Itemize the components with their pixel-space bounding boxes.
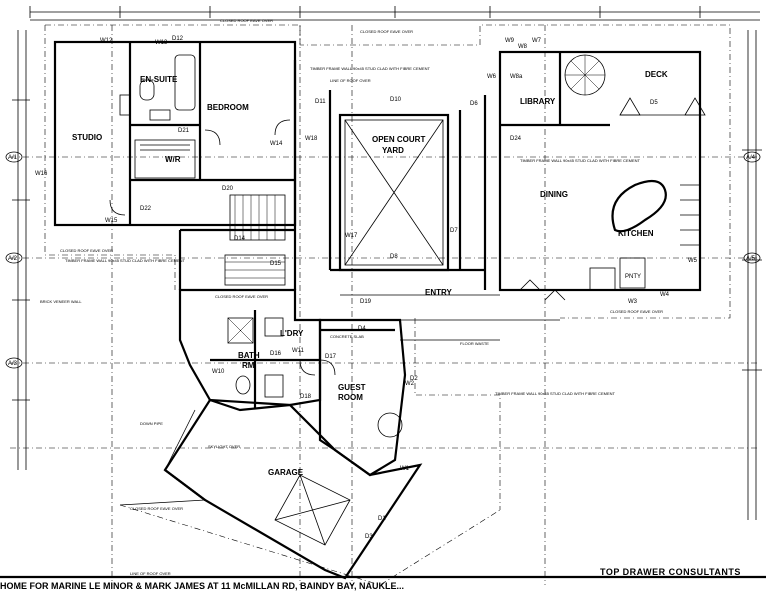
label-garage: GARAGE — [268, 468, 304, 477]
label-kitchen: KITCHEN — [618, 229, 654, 238]
svg-text:W17: W17 — [345, 233, 358, 239]
guest-room — [318, 318, 407, 477]
grid-lines — [10, 25, 760, 585]
label-guest: GUEST — [338, 383, 366, 392]
garage — [119, 398, 423, 580]
central-hall — [178, 60, 560, 341]
consultant-name: TOP DRAWER CONSULTANTS — [600, 567, 741, 577]
svg-text:D6: D6 — [470, 101, 478, 107]
svg-text:D3: D3 — [365, 534, 373, 540]
label-yard: YARD — [382, 146, 404, 155]
svg-text:W7: W7 — [532, 38, 542, 44]
svg-text:A/5: A/5 — [746, 256, 756, 262]
svg-text:LINE OF ROOF OVER: LINE OF ROOF OVER — [130, 571, 171, 576]
svg-text:W11: W11 — [292, 348, 305, 354]
room-labels: STUDIO EN-SUITE BEDROOM W/R OPEN COURT Y… — [72, 70, 668, 477]
svg-text:W12: W12 — [100, 38, 113, 44]
svg-text:D22: D22 — [140, 206, 152, 212]
label-dining: DINING — [540, 190, 568, 199]
svg-text:W6: W6 — [487, 74, 497, 80]
label-rm: RM — [242, 361, 255, 370]
label-room: ROOM — [338, 393, 363, 402]
svg-text:W14: W14 — [270, 141, 283, 147]
svg-text:D16: D16 — [270, 351, 282, 357]
svg-text:D7: D7 — [450, 228, 458, 234]
svg-text:CONCRETE SLAB: CONCRETE SLAB — [330, 334, 364, 339]
svg-text:CLOSED ROOF EAVE OVER: CLOSED ROOF EAVE OVER — [130, 506, 183, 511]
opening-tags: W12 W13 D12 W14 D21 W15 D22 W16 D20 D14 … — [35, 36, 698, 540]
svg-text:CLOSED ROOF EAVE OVER: CLOSED ROOF EAVE OVER — [215, 294, 268, 299]
top-dimension-line — [29, 6, 760, 21]
svg-text:D15: D15 — [270, 261, 282, 267]
label-bedroom: BEDROOM — [207, 103, 249, 112]
label-wir: W/R — [165, 155, 181, 164]
svg-text:W15: W15 — [105, 218, 118, 224]
svg-text:CLOSED ROOF EAVE OVER: CLOSED ROOF EAVE OVER — [360, 29, 413, 34]
project-title: HOME FOR MARINE LE MINOR & MARK JAMES AT… — [0, 581, 404, 591]
left-dimension-line — [12, 30, 30, 470]
svg-text:DOWN PIPE: DOWN PIPE — [140, 421, 163, 426]
label-open-court: OPEN COURT — [372, 135, 425, 144]
svg-text:CLOSED ROOF EAVE OVER: CLOSED ROOF EAVE OVER — [220, 18, 273, 23]
svg-text:D14: D14 — [234, 236, 246, 242]
svg-text:D10: D10 — [390, 97, 402, 103]
svg-text:D21: D21 — [178, 128, 190, 134]
svg-text:D20: D20 — [222, 186, 234, 192]
svg-text:BRICK VENEER WALL: BRICK VENEER WALL — [40, 299, 82, 304]
svg-text:W8: W8 — [518, 44, 528, 50]
svg-text:W18: W18 — [305, 136, 318, 142]
svg-text:LINE OF ROOF OVER: LINE OF ROOF OVER — [330, 78, 371, 83]
svg-text:CLOSED ROOF EAVE OVER: CLOSED ROOF EAVE OVER — [60, 248, 113, 253]
svg-text:D2: D2 — [410, 376, 418, 382]
svg-text:D1: D1 — [378, 516, 386, 522]
svg-text:TIMBER FRAME WALL 90x45 STUD C: TIMBER FRAME WALL 90x45 STUD CLAD WITH F… — [65, 258, 185, 263]
eave-outline — [44, 24, 731, 586]
right-dimension-line — [742, 30, 762, 520]
svg-text:A/1: A/1 — [8, 155, 18, 161]
label-ensuite: EN-SUITE — [140, 75, 178, 84]
title-block: TOP DRAWER CONSULTANTS HOME FOR MARINE L… — [0, 567, 766, 591]
svg-text:TIMBER FRAME WALL 90x45 STUD C: TIMBER FRAME WALL 90x45 STUD CLAD WITH F… — [495, 391, 615, 396]
svg-text:CLOSED ROOF EAVE OVER: CLOSED ROOF EAVE OVER — [610, 309, 663, 314]
label-deck: DECK — [645, 70, 668, 79]
svg-text:D17: D17 — [325, 354, 337, 360]
svg-text:W10: W10 — [212, 369, 225, 375]
label-library: LIBRARY — [520, 97, 556, 106]
svg-text:D11: D11 — [315, 99, 326, 105]
svg-text:W3: W3 — [628, 299, 638, 305]
svg-text:D8: D8 — [390, 254, 398, 260]
svg-text:FLOOR WASTE: FLOOR WASTE — [460, 341, 489, 346]
svg-text:D12: D12 — [172, 36, 184, 42]
svg-text:A/3: A/3 — [8, 361, 18, 367]
svg-text:D24: D24 — [510, 136, 522, 142]
grid-bubbles: A/1 A/2 A/3 A/4 A/5 — [5, 151, 761, 369]
svg-text:A/2: A/2 — [8, 256, 18, 262]
svg-text:D4: D4 — [358, 326, 366, 332]
stair — [224, 194, 286, 286]
svg-text:W2: W2 — [405, 381, 415, 387]
svg-text:W16: W16 — [35, 171, 48, 177]
svg-text:A/4: A/4 — [746, 155, 756, 161]
svg-text:W4: W4 — [660, 292, 670, 298]
svg-text:D5: D5 — [650, 100, 658, 106]
svg-text:W1: W1 — [400, 466, 410, 472]
svg-text:W8a: W8a — [510, 74, 523, 80]
svg-text:TIMBER FRAME WALL 90x45 STUD C: TIMBER FRAME WALL 90x45 STUD CLAD WITH F… — [310, 66, 430, 71]
svg-text:D19: D19 — [360, 299, 372, 305]
annotations: CLOSED ROOF EAVE OVER CLOSED ROOF EAVE O… — [40, 18, 663, 576]
label-ldry: L'DRY — [280, 329, 304, 338]
svg-text:D18: D18 — [300, 394, 312, 400]
label-entry: ENTRY — [425, 288, 452, 297]
svg-text:W13: W13 — [155, 40, 168, 46]
label-pantry: PNTY — [625, 274, 641, 280]
label-studio: STUDIO — [72, 133, 102, 142]
svg-text:W9: W9 — [505, 38, 515, 44]
svg-text:TIMBER FRAME WALL 90x45 STUD C: TIMBER FRAME WALL 90x45 STUD CLAD WITH F… — [520, 158, 640, 163]
svg-text:SKYLIGHT OVER: SKYLIGHT OVER — [208, 444, 240, 449]
east-wing — [498, 50, 706, 301]
label-bath: BATH — [238, 351, 260, 360]
svg-text:W5: W5 — [688, 258, 698, 264]
